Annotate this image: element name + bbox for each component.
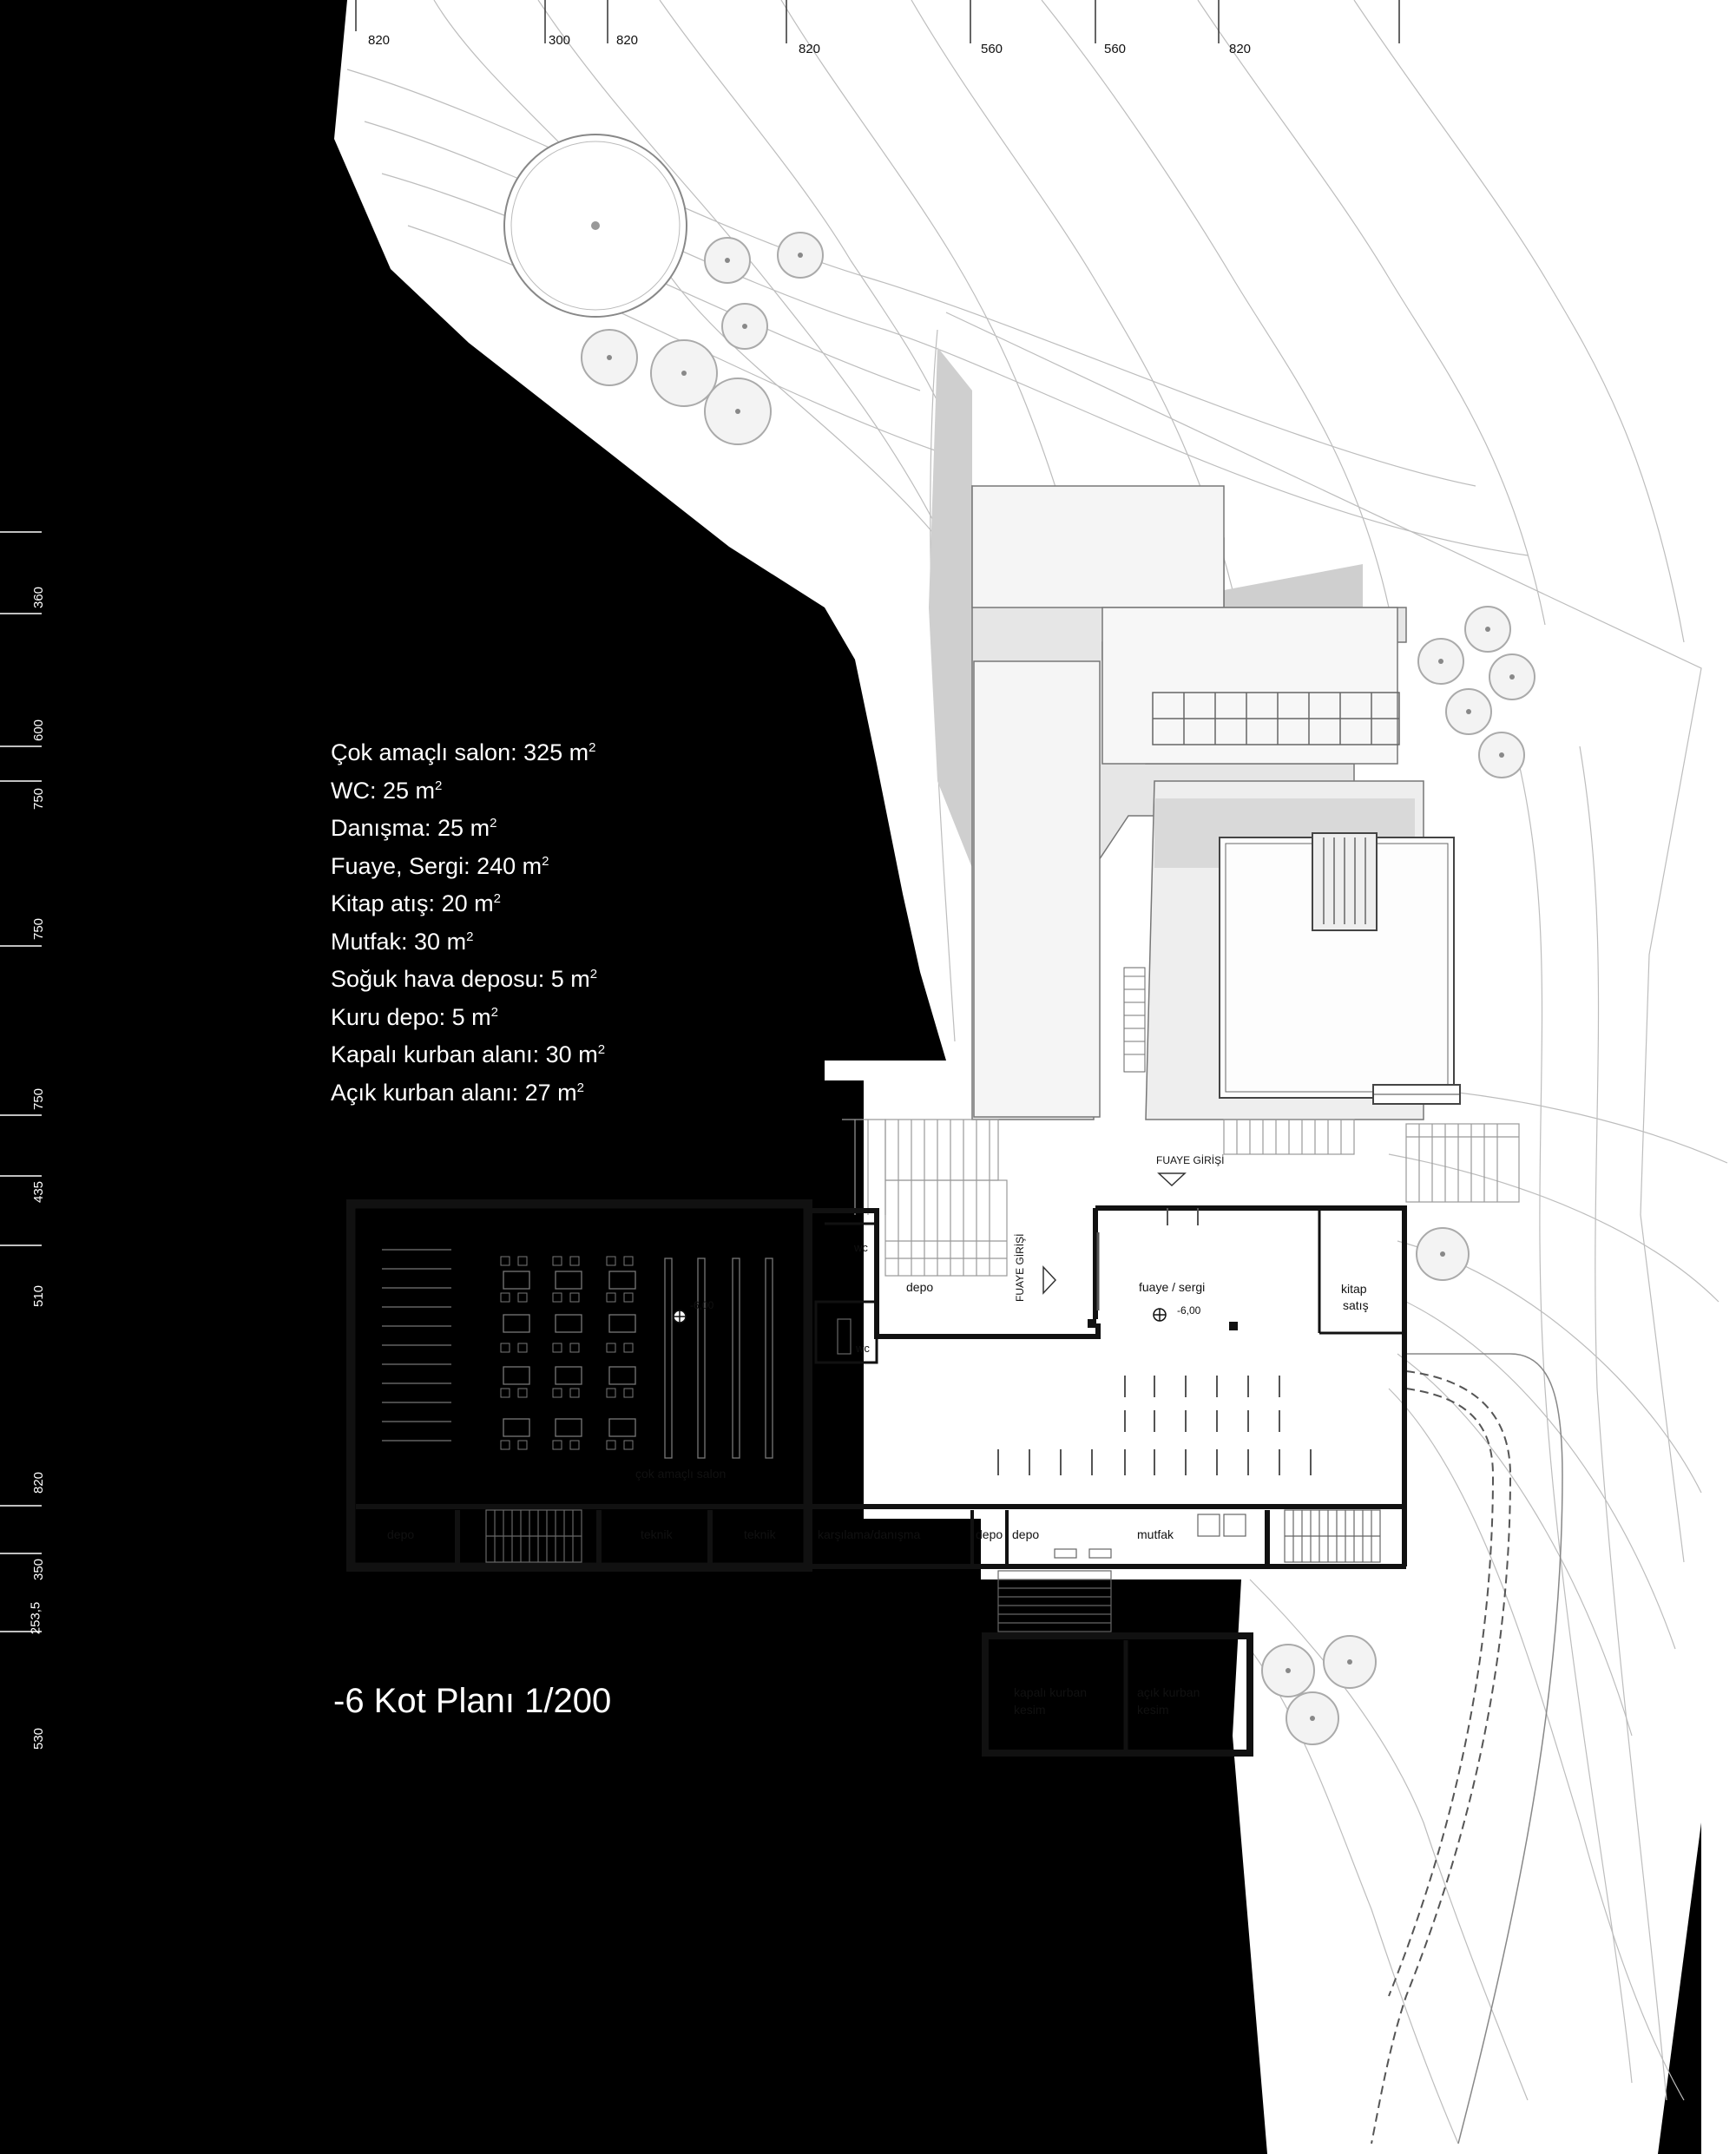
entrance-stairs xyxy=(842,1119,1520,1277)
entrance-label: FUAYE GİRİŞİ xyxy=(1156,1154,1225,1166)
room-label-open-slaughter: kesim xyxy=(1137,1703,1169,1717)
room-label-wc: wc xyxy=(856,1342,870,1355)
side-dimension: 750 xyxy=(31,1087,47,1111)
side-dimension: 510 xyxy=(31,1284,47,1308)
area-list-item: Çok amaçlı salon: 325 m2 xyxy=(331,732,605,770)
hall-furniture xyxy=(382,1249,773,1459)
area-unit-superscript: 2 xyxy=(542,853,549,869)
area-list-label: Danışma: 25 m xyxy=(331,815,490,841)
area-list-item: Kitap atış: 20 m2 xyxy=(331,883,605,921)
side-dimension: 360 xyxy=(31,586,47,609)
side-dimension: 750 xyxy=(31,787,47,811)
contour-lines xyxy=(346,0,1728,2144)
level-label: -6,00 xyxy=(690,1299,714,1311)
columns xyxy=(1088,1319,1238,1330)
level-label: -6,00 xyxy=(1177,1304,1201,1317)
area-unit-superscript: 2 xyxy=(589,967,598,982)
area-unit-superscript: 2 xyxy=(576,1080,584,1095)
area-list-label: Kitap atış: 20 m xyxy=(331,890,494,916)
area-list-item: Kapalı kurban alanı: 30 m2 xyxy=(331,1034,605,1072)
area-unit-superscript: 2 xyxy=(490,816,497,831)
room-label-depo: depo xyxy=(906,1280,934,1294)
wall-outline xyxy=(346,1199,812,1572)
upper-building-roof xyxy=(929,347,1461,1120)
plan-title: -6 Kot Planı 1/200 xyxy=(333,1682,612,1720)
level-markers xyxy=(673,1308,1167,1323)
entrance-marker-vertical xyxy=(1042,1265,1057,1295)
top-dimension: 560 xyxy=(1104,42,1127,56)
area-list-item: Mutfak: 30 m2 xyxy=(331,921,605,959)
side-dimension: 253,5 xyxy=(28,1601,43,1635)
side-dimension: 600 xyxy=(31,719,47,742)
area-unit-superscript: 2 xyxy=(589,740,596,755)
room-label-closed-slaughter: kapalı kurban xyxy=(1014,1685,1088,1699)
area-unit-superscript: 2 xyxy=(490,1004,498,1020)
room-label-open-slaughter: açık kurban xyxy=(1137,1685,1200,1699)
top-dimension: 820 xyxy=(799,42,821,56)
area-list-label: WC: 25 m xyxy=(331,777,436,804)
room-label-teknik: teknik xyxy=(744,1527,776,1541)
room-label-book-sales: kitap xyxy=(1341,1282,1367,1296)
area-list-label: Mutfak: 30 m xyxy=(331,928,467,955)
room-label-kitchen: mutfak xyxy=(1137,1527,1174,1541)
area-list-label: Çok amaçlı salon: 325 m xyxy=(331,739,589,765)
side-dimension: 435 xyxy=(31,1180,47,1204)
area-unit-superscript: 2 xyxy=(435,778,443,793)
top-dimension-ticks xyxy=(355,0,1400,43)
area-list-label: Soğuk hava deposu: 5 m xyxy=(331,966,590,992)
top-dimension: 560 xyxy=(981,42,1003,56)
side-dimension: 350 xyxy=(31,1558,47,1581)
area-list-item: Açık kurban alanı: 27 m2 xyxy=(331,1072,605,1110)
room-label-multipurpose-hall: çok amaçlı salon xyxy=(635,1467,727,1481)
area-list-label: Açık kurban alanı: 27 m xyxy=(331,1079,577,1106)
area-unit-superscript: 2 xyxy=(466,929,474,944)
room-label-reception: karşılama/danışma xyxy=(818,1527,921,1541)
area-list-item: Kuru depo: 5 m2 xyxy=(331,996,605,1034)
area-list-item: WC: 25 m2 xyxy=(331,770,605,808)
side-dimension: 820 xyxy=(31,1471,47,1494)
top-dimension: 820 xyxy=(1229,42,1252,56)
area-list-item: Fuaye, Sergi: 240 m2 xyxy=(331,845,605,883)
road-edge xyxy=(1406,1353,1563,2144)
lower-stairs xyxy=(485,1318,1381,1632)
top-dimension: 820 xyxy=(616,33,639,48)
top-dimension: 300 xyxy=(549,33,571,48)
area-list-label: Kapalı kurban alanı: 30 m xyxy=(331,1041,598,1067)
room-label-teknik: teknik xyxy=(641,1527,673,1541)
area-unit-superscript: 2 xyxy=(597,1042,606,1057)
foyer-benches xyxy=(997,1208,1312,1475)
room-label-depo: depo xyxy=(387,1527,415,1541)
entrance-label-vertical: FUAYE GİRİŞİ xyxy=(1014,1233,1026,1302)
side-dimension: 530 xyxy=(31,1727,47,1750)
entrance-marker xyxy=(1157,1172,1187,1187)
road-lines xyxy=(1371,1370,1512,2144)
room-label-depo: depo xyxy=(1012,1527,1040,1541)
area-unit-superscript: 2 xyxy=(493,891,501,906)
room-label-depo: depo xyxy=(976,1527,1003,1541)
area-list-item: Danışma: 25 m2 xyxy=(331,807,605,845)
room-label-wc: wc xyxy=(854,1241,868,1254)
side-dimension: 750 xyxy=(31,917,47,941)
area-list-item: Soğuk hava deposu: 5 m2 xyxy=(331,958,605,996)
side-dimension-ticks xyxy=(0,531,42,1632)
area-list-label: Fuaye, Sergi: 240 m xyxy=(331,852,542,879)
top-dimension: 820 xyxy=(368,33,391,48)
room-label-book-sales: satış xyxy=(1343,1298,1369,1312)
room-label-foyer: fuaye / sergi xyxy=(1139,1280,1206,1294)
room-label-closed-slaughter: kesim xyxy=(1014,1703,1046,1717)
area-list-label: Kuru depo: 5 m xyxy=(331,1003,491,1030)
